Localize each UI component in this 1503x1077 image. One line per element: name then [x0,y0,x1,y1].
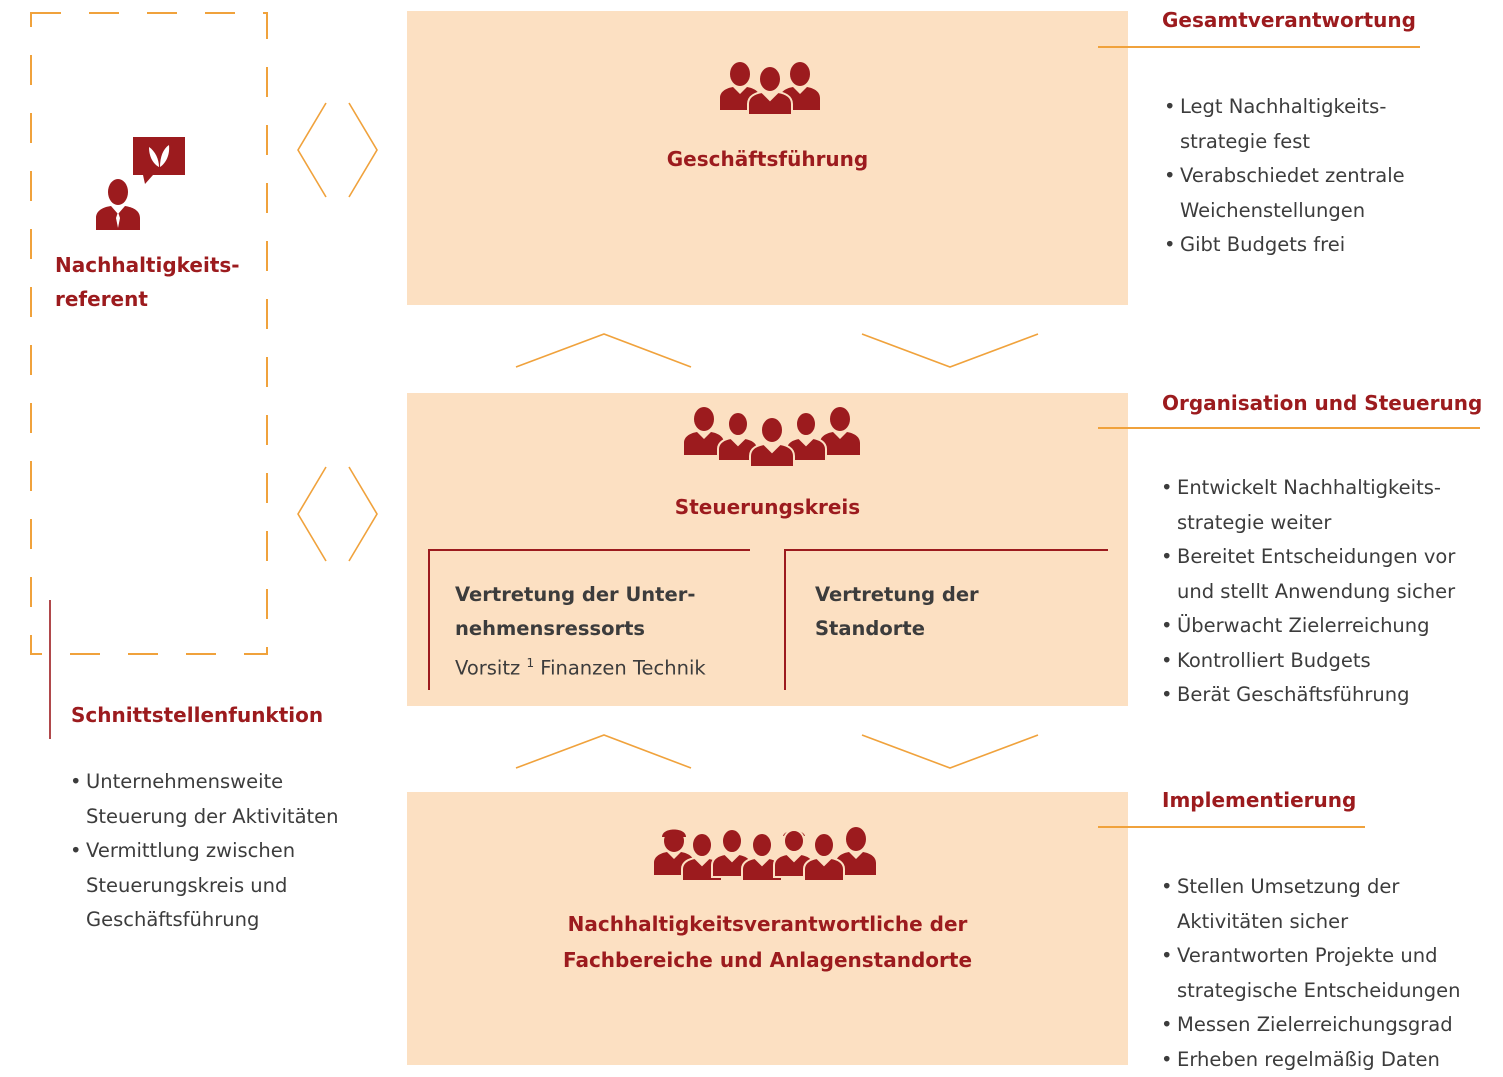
worker-group-icon [654,823,876,883]
people-group-icon [720,60,820,115]
people-group-icon [684,405,860,467]
person-icon [96,178,140,230]
standorte-line1: Vertretung der [815,578,979,612]
list-item: Entwickelt Nachhaltigkeits-strategie wei… [1161,471,1455,540]
gesamtverantwortung-underline [1098,46,1420,48]
gesamtverantwortung-heading: Gesamtverantwortung [1162,5,1416,35]
sub-panel-left-border-left [428,549,430,690]
organisation-heading: Organisation und Steuerung [1162,388,1482,418]
list-item: Überwacht Zielerreichung [1161,609,1455,644]
implementierung-underline [1098,826,1365,828]
vorsitz-line: Vorsitz 1 Finanzen Technik [455,646,706,686]
list-item: Berät Geschäftsführung [1161,678,1455,713]
gesamtverantwortung-bullets: Legt Nachhaltigkeits-strategie fest Vera… [1164,90,1405,263]
referent-title-line1: Nachhaltigkeits- [55,248,240,282]
steuerungskreis-title: Steuerungskreis [407,492,1128,522]
left-right-arrow-2 [298,467,377,561]
organisation-underline [1098,427,1480,429]
unternehmensressorts-line2: nehmensressorts [455,612,706,646]
sub-panel-left-border-top [428,549,750,551]
sub-panel-right-border-top [784,549,1108,551]
implementierung-title-line1: Nachhaltigkeitsverantwortliche der [407,906,1128,942]
sub-panel-right-border-left [784,549,786,690]
left-right-arrow-1 [298,103,377,197]
list-item: Erheben regelmäßig Daten [1161,1043,1460,1077]
schnittstelle-heading: Schnittstellenfunktion [71,700,323,730]
sustainability-leaf-bubble-icon [133,137,185,185]
down-chevron-2 [862,735,1038,768]
geschaeftsfuehrung-title: Geschäftsführung [407,144,1128,174]
referent-title-line2: referent [55,282,240,316]
list-item: Kontrolliert Budgets [1161,644,1455,679]
implementierung-heading: Implementierung [1162,785,1356,815]
referent-dashed-frame [31,13,267,654]
up-chevron-2 [516,735,691,768]
down-chevron-1 [862,334,1038,367]
standorte-line2: Standorte [815,612,979,646]
implementierung-title-line2: Fachbereiche und Anlagenstandorte [407,942,1128,978]
up-chevron-1 [516,334,691,367]
organisation-bullets: Entwickelt Nachhaltigkeits-strategie wei… [1161,471,1455,713]
list-item: Legt Nachhaltigkeits-strategie fest [1164,90,1405,159]
list-item: Messen Zielerreichungsgrad [1161,1008,1460,1043]
list-item: Gibt Budgets frei [1164,228,1405,263]
unternehmensressorts-line1: Vertretung der Unter- [455,578,706,612]
